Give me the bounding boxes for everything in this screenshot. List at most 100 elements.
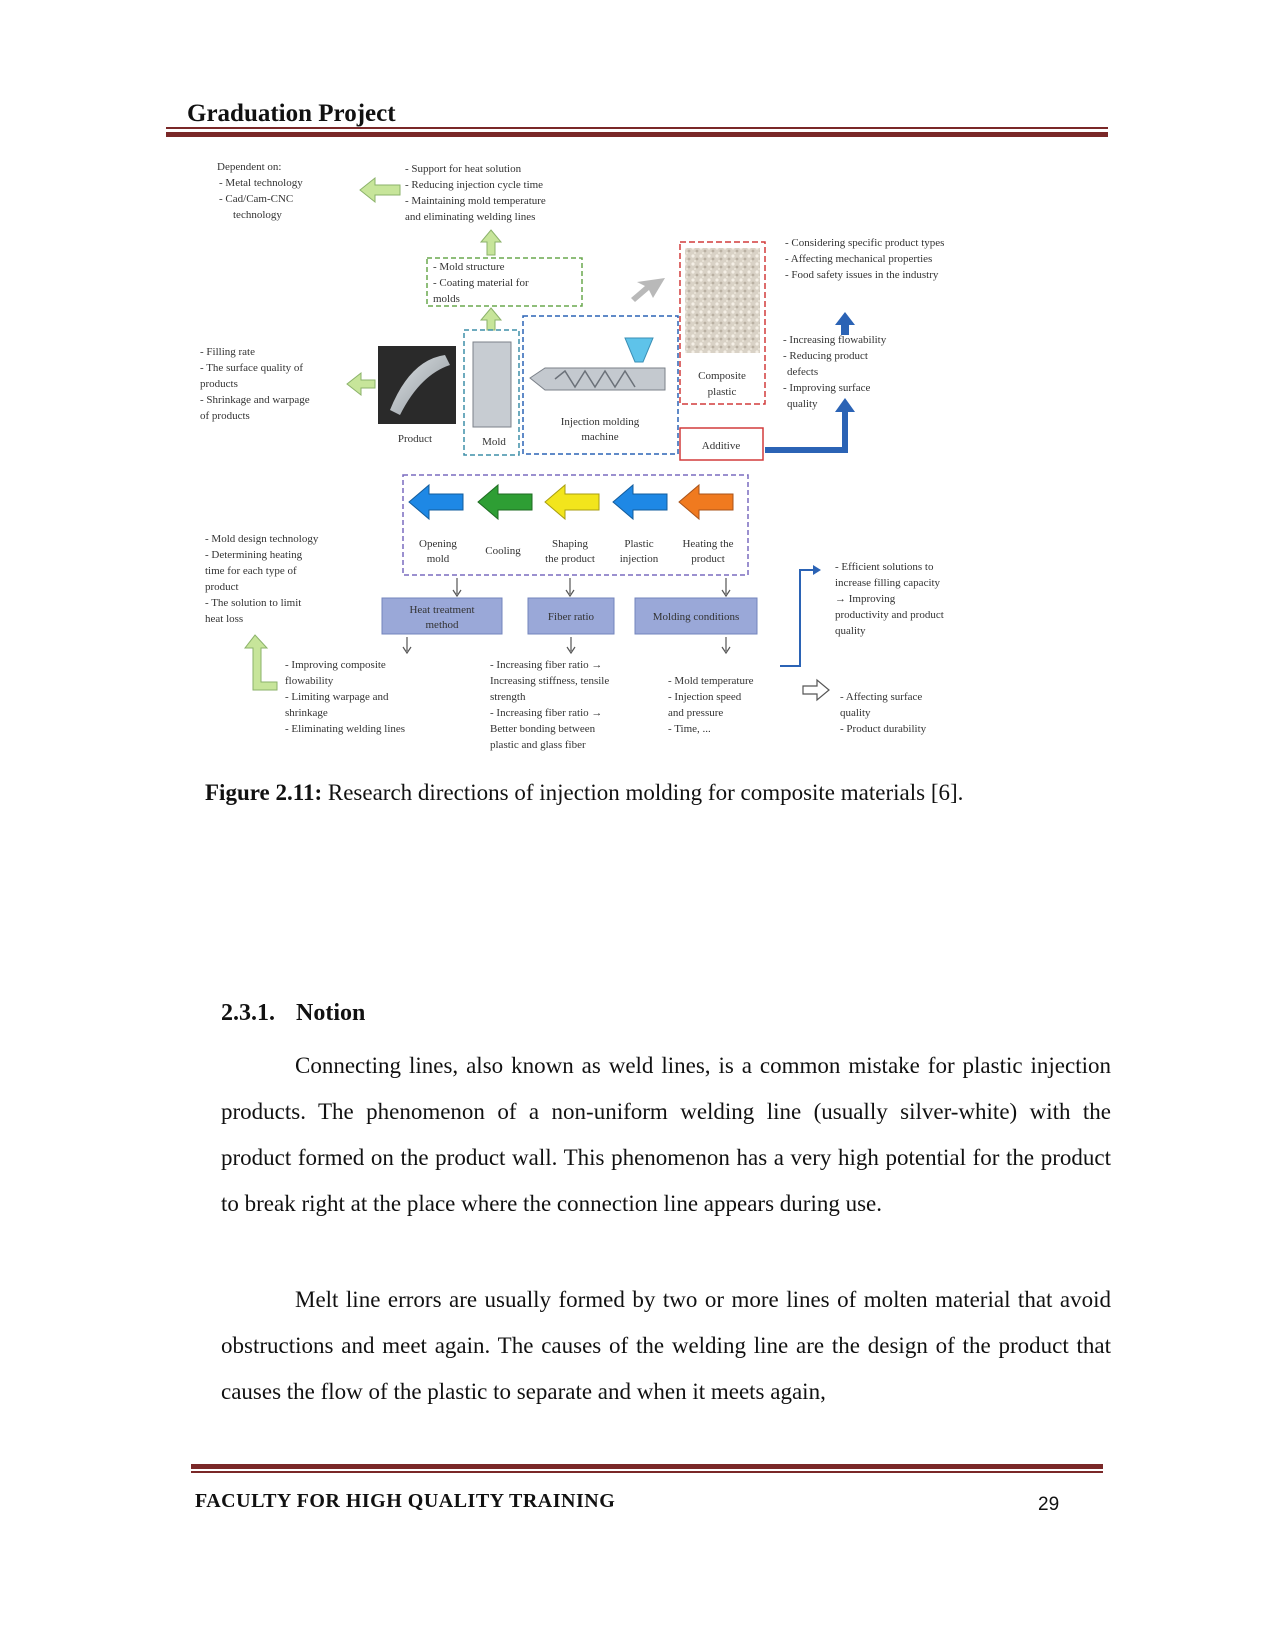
down-arrow-icon [452, 578, 462, 598]
diagonal-arrow-icon [631, 278, 665, 302]
mold-design-text: product [205, 581, 239, 593]
step-label: Heating the [682, 538, 733, 550]
filling-text: - Filling rate [200, 346, 255, 358]
step-label: Opening [419, 538, 457, 550]
dep-item: technology [233, 209, 282, 221]
heat-treatment-box [381, 597, 503, 635]
efficient-text: → Improving [835, 593, 896, 605]
up-arrow-icon [243, 634, 278, 691]
step-label: mold [427, 553, 450, 565]
molding-effects-text: - Time, ... [668, 723, 711, 735]
section-title: Notion [296, 1000, 366, 1026]
composite-effects-text: flowability [285, 675, 334, 687]
section-heading: 2.3.1. Notion [221, 1000, 365, 1027]
additive-label: Additive [702, 440, 741, 452]
composite-effects-text: shrinkage [285, 707, 328, 719]
mold-structure-text: molds [433, 293, 460, 305]
footer-text: FACULTY FOR HIGH QUALITY TRAINING [195, 1490, 616, 1512]
product-label: Product [398, 433, 432, 445]
mold-structure-box [426, 257, 583, 307]
fiber-ratio-box [527, 597, 615, 635]
efficient-text: quality [835, 625, 866, 637]
fiber-effects-text: - Increasing fiber ratio → [490, 707, 602, 719]
increasing-text: defects [787, 366, 818, 378]
mold-design-text: time for each type of [205, 565, 297, 577]
down-arrow-icon [402, 637, 412, 655]
header-rule-thin [166, 127, 1108, 129]
mold-design-text: - Determining heating [205, 549, 303, 561]
step-label: Cooling [485, 545, 521, 557]
header-title: Graduation Project [187, 100, 396, 127]
composite-effects-text: - Eliminating welding lines [285, 723, 405, 735]
step-label: product [691, 553, 725, 565]
up-arrow-icon [479, 229, 503, 256]
dep-label: Dependent on: [217, 161, 281, 173]
support-text: - Reducing injection cycle time [405, 179, 543, 191]
figure-caption: Figure 2.11: Research directions of inje… [205, 780, 963, 806]
hopper-icon [624, 337, 654, 363]
down-arrow-icon [565, 578, 575, 598]
fiber-effects-text: - Increasing fiber ratio → [490, 659, 602, 671]
header-rule-thick [166, 132, 1108, 137]
mold-design-text: - Mold design technology [205, 533, 319, 545]
heat-treatment-label: Heat treatment [409, 604, 474, 616]
page-number: 29 [1038, 1494, 1060, 1515]
fiber-effects-text: Increasing stiffness, tensile [490, 675, 609, 687]
support-text: - Maintaining mold temperature [405, 195, 546, 207]
filling-text: of products [200, 410, 250, 422]
considering-text: - Food safety issues in the industry [785, 269, 939, 281]
injection-machine-box [522, 315, 679, 455]
down-arrow-icon [721, 637, 731, 655]
paragraph-text: Connecting lines, also known as weld lin… [221, 1053, 1111, 1216]
cooling-arrow-icon [477, 483, 533, 521]
dep-item: - Metal technology [219, 177, 303, 189]
increasing-text: - Reducing product [783, 350, 868, 362]
efficient-flow-line [780, 569, 815, 667]
mold-image [472, 341, 512, 428]
paragraph-text: Melt line errors are usually formed by t… [221, 1287, 1111, 1404]
composite-effects-text: - Improving composite [285, 659, 386, 671]
support-text: - Support for heat solution [405, 163, 522, 175]
mold-structure-text: - Coating material for [433, 277, 529, 289]
up-arrow-icon [479, 307, 503, 331]
left-arrow-icon [346, 371, 376, 397]
up-arrow-icon [835, 312, 855, 335]
filling-text: - Shrinkage and warpage [200, 394, 310, 406]
fiber-effects-text: strength [490, 691, 526, 703]
paragraph: Connecting lines, also known as weld lin… [221, 1043, 1111, 1227]
down-arrow-icon [566, 637, 576, 655]
heat-treatment-label: method [426, 619, 459, 631]
increasing-text: - Increasing flowability [783, 334, 887, 346]
additive-box [679, 427, 764, 461]
efficient-text: productivity and product [835, 609, 944, 621]
molding-effects-text: - Injection speed [668, 691, 742, 703]
fiber-effects-text: plastic and glass fiber [490, 739, 586, 751]
footer-rule-thick [191, 1464, 1103, 1469]
increasing-text: quality [787, 398, 818, 410]
step-label: Plastic [624, 538, 653, 550]
dep-item: - Cad/Cam-CNC [219, 193, 293, 205]
plastic-injection-arrow-icon [612, 483, 668, 521]
fiber-effects-text: Better bonding between [490, 723, 596, 735]
increasing-text: - Improving surface [783, 382, 870, 394]
additive-flow-line [765, 412, 848, 453]
process-cycle-box [402, 474, 749, 576]
section-number: 2.3.1. [221, 1000, 275, 1026]
molding-effects-text: and pressure [668, 707, 723, 719]
molding-effects-text: - Mold temperature [668, 675, 754, 687]
research-directions-diagram: Dependent on: - Metal technology - Cad/C… [200, 161, 944, 751]
step-label: injection [620, 553, 659, 565]
figure-caption-label: Figure 2.11: [205, 780, 323, 805]
composite-label: plastic [708, 386, 737, 398]
opening-mold-arrow-icon [408, 483, 464, 521]
surface-effects-text: quality [840, 707, 871, 719]
composite-effects-text: - Limiting warpage and [285, 691, 389, 703]
paragraph: Melt line errors are usually formed by t… [221, 1277, 1111, 1415]
right-arrow-icon [813, 565, 821, 575]
heating-arrow-icon [678, 483, 734, 521]
injection-label: machine [581, 431, 618, 443]
efficient-text: - Efficient solutions to [835, 561, 934, 573]
support-text: and eliminating welding lines [405, 211, 535, 223]
step-label: the product [545, 553, 595, 565]
mold-label: Mold [482, 436, 506, 448]
